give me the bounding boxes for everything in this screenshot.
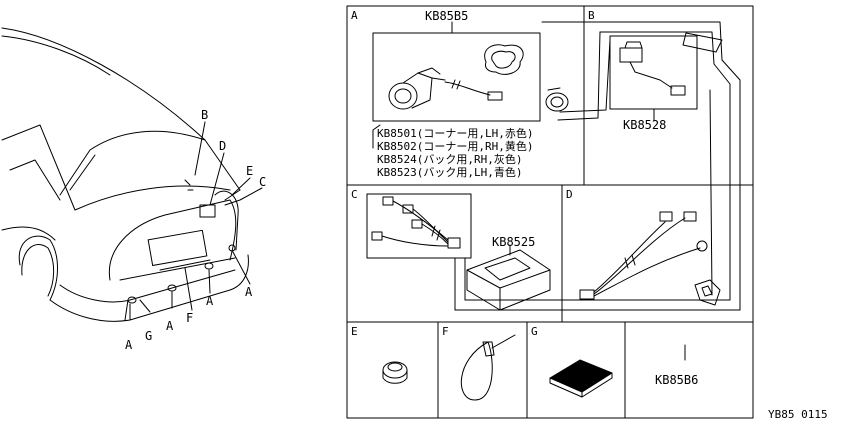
kit-code-kb8525: KB8525 [492,235,536,249]
section-label-a: A [351,9,358,22]
parts-kit-frame [346,5,754,419]
car-callout-a-right: A [245,285,253,299]
car-callout-b: B [201,108,209,122]
section-label-g: G [531,325,538,338]
car-callout-a-mid-right: A [206,294,214,308]
section-label-b: B [588,9,595,22]
section-c-contents [366,193,472,259]
kit-code-kb85b6: KB85B6 [655,373,699,387]
part-kb8524-label: KB8524(バック用,RH,灰色) [377,153,523,166]
section-d-contents [466,211,721,311]
car-callout-d: D [219,139,227,153]
part-kb8501-label: KB8501(コーナー用,LH,赤色) [377,127,534,140]
section-label-d: D [566,188,573,201]
car-callout-c: C [259,175,267,189]
section-efg-contents [382,334,686,401]
drawing-id: YB85 0115 [768,408,828,421]
section-b-contents [609,32,723,121]
part-kb8502-label: KB8502(コーナー用,RH,黄色) [377,140,534,153]
car-callout-a-left: A [125,338,133,352]
section-a-contents [372,21,569,149]
section-label-c: C [351,188,358,201]
vehicle-rear-illustration [1,27,263,322]
car-callout-f: F [186,311,194,325]
section-label-f: F [442,325,449,338]
part-kb8523-label: KB8523(バック用,LH,青色) [377,166,523,179]
section-label-e: E [351,325,358,338]
car-callout-a-mid-left: A [166,319,174,333]
kit-code-kb85b5: KB85B5 [425,9,469,23]
harness-code-kb8528: KB8528 [623,118,667,132]
car-callout-g: G [145,329,153,343]
car-callout-e: E [246,164,254,178]
